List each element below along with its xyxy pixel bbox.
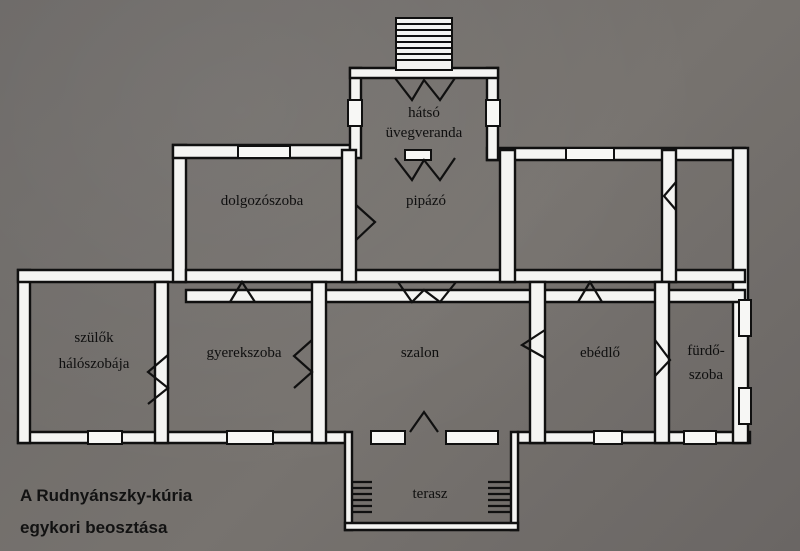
label-furdo-line1: fürdő- xyxy=(687,343,725,359)
wall-study-divider xyxy=(340,148,358,284)
wall-north-right xyxy=(485,146,747,162)
wall-west-upper xyxy=(171,143,188,284)
windows xyxy=(87,99,752,445)
door-markers xyxy=(146,77,677,433)
terrace-west-wall xyxy=(343,430,354,532)
label-szulok-line2: hálószobája xyxy=(59,356,130,372)
wall-bedroom-divider xyxy=(153,280,170,445)
label-hatso-line1: hátsó xyxy=(408,105,440,121)
wall-north-left-wing xyxy=(16,268,187,284)
terrace-east-wall xyxy=(509,430,520,532)
figure-caption: A Rudnyánszky-kúria egykori beosztása xyxy=(20,480,192,544)
wall-smoking-divider xyxy=(498,148,517,284)
wall-kids-divider xyxy=(310,280,328,445)
wall-ne-divider xyxy=(660,148,678,284)
wall-salon-divider xyxy=(528,280,547,445)
caption-line-2: egykori beosztása xyxy=(20,518,168,537)
caption-line-1: A Rudnyánszky-kúria xyxy=(20,486,193,505)
wall-west xyxy=(16,268,32,445)
wall-south-west xyxy=(16,430,347,445)
label-szulok-line1: szülők xyxy=(74,330,114,346)
label-hatso-line2: üvegveranda xyxy=(386,125,463,141)
label-dolgozoszoba: dolgozószoba xyxy=(221,193,304,209)
label-ebedlo: ebédlő xyxy=(580,345,620,361)
terrace-south-wall xyxy=(343,521,520,532)
label-szalon: szalon xyxy=(401,345,440,361)
wall-dining-divider xyxy=(653,280,671,445)
terrace-stairs-left xyxy=(352,480,372,514)
label-furdo-line2: szoba xyxy=(689,367,723,383)
label-gyerekszoba: gyerekszoba xyxy=(207,345,282,361)
label-pipazo: pipázó xyxy=(406,193,446,209)
label-terasz: terasz xyxy=(413,486,448,502)
room-labels: hátsó üvegveranda pipázó dolgozószoba sz… xyxy=(59,105,725,502)
terrace-stairs-right xyxy=(488,480,511,514)
wall-corridor-north xyxy=(184,268,747,284)
veranda-stairs xyxy=(395,17,453,71)
